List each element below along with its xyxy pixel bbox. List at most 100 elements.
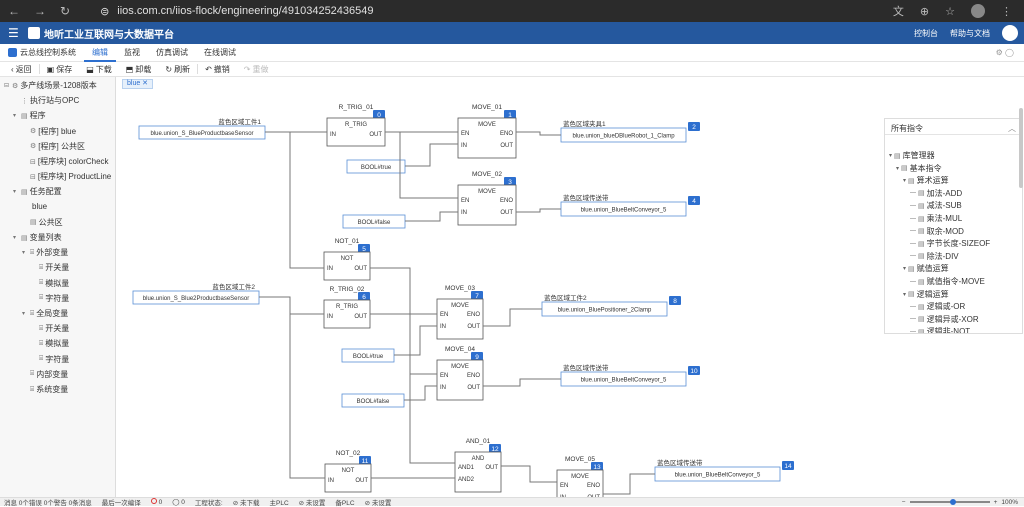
tree-toggle-icon[interactable]: —: [910, 253, 916, 260]
chevron-up-icon[interactable]: ︿: [1008, 124, 1016, 133]
function-block[interactable]: [323, 299, 371, 329]
bookmark-icon[interactable]: ☆: [945, 5, 955, 18]
tab-simulation[interactable]: 仿真调试: [156, 47, 188, 57]
back-icon[interactable]: ←: [8, 4, 20, 18]
tree-toggle-icon[interactable]: —: [910, 202, 916, 209]
tab-edit[interactable]: 编辑: [84, 44, 116, 62]
tree-item[interactable]: ⌸系统变量: [22, 384, 68, 395]
site-info-icon[interactable]: ⊜: [100, 5, 110, 18]
tree-toggle-icon[interactable]: ⊟: [4, 83, 10, 89]
console-link[interactable]: 控制台: [914, 28, 938, 38]
tree-toggle-icon[interactable]: ▾: [13, 235, 17, 241]
tree-item[interactable]: ⌸内部变量: [22, 369, 68, 380]
tree-toggle-icon[interactable]: ▾: [889, 153, 893, 159]
messages-status[interactable]: 消息 0个错误 0个警告 0条消息: [4, 500, 92, 507]
tree-item[interactable]: ⌸字符量: [31, 293, 69, 304]
instruction-item[interactable]: ▾▤算术运算: [903, 175, 949, 186]
back-button[interactable]: ‹返回: [4, 64, 39, 75]
refresh-button[interactable]: ↻刷新: [158, 64, 197, 75]
tree-item[interactable]: ⚙[程序] 公共区: [22, 141, 85, 152]
menu-dots-icon[interactable]: ⋮: [1001, 5, 1012, 18]
instruction-item[interactable]: ▾▤赋值运算: [903, 263, 949, 274]
tree-toggle-icon[interactable]: ▾: [903, 291, 907, 298]
function-block[interactable]: [324, 463, 372, 493]
tab-online-debug[interactable]: 在线调试: [204, 47, 236, 57]
tree-item[interactable]: ⋮执行站与OPC: [13, 95, 79, 106]
tree-toggle-icon[interactable]: —: [910, 303, 916, 310]
tree-toggle-icon[interactable]: ▾: [896, 165, 900, 172]
settings-icons[interactable]: ⚙ ◯: [995, 48, 1014, 57]
canvas-scrollbar[interactable]: [1019, 108, 1023, 188]
instruction-item[interactable]: —▤字节长度-SIZEOF: [910, 238, 990, 249]
instruction-item[interactable]: —▤除法-DIV: [910, 251, 959, 262]
tree-item[interactable]: ⚙[程序] blue: [22, 126, 76, 137]
tree-toggle-icon[interactable]: —: [910, 215, 916, 222]
instruction-item[interactable]: —▤逻辑或-OR: [910, 301, 965, 312]
tree-item[interactable]: ▾▤变量列表: [13, 232, 62, 243]
function-block[interactable]: [556, 469, 604, 497]
tree-item[interactable]: ▾▤程序: [13, 110, 46, 121]
redo-button[interactable]: ↷重做: [237, 64, 276, 75]
tree-toggle-icon[interactable]: ▾: [22, 311, 26, 317]
tree-toggle-icon[interactable]: ▾: [13, 113, 17, 120]
zoom-in-icon[interactable]: +: [993, 498, 998, 506]
program-canvas[interactable]: [116, 77, 1024, 497]
hamburger-menu-icon[interactable]: ☰: [8, 26, 19, 40]
forward-icon[interactable]: →: [34, 4, 46, 18]
instruction-item[interactable]: ▾▤基本指令: [896, 163, 942, 174]
instruction-item[interactable]: —▤取余-MOD: [910, 226, 964, 237]
tree-toggle-icon[interactable]: —: [910, 328, 916, 334]
instruction-item[interactable]: —▤减法-SUB: [910, 200, 962, 211]
function-block[interactable]: [454, 451, 502, 493]
profile-avatar[interactable]: [971, 4, 985, 18]
unload-button[interactable]: ⬒卸载: [119, 64, 159, 75]
tree-item[interactable]: ▾▤任务配置: [13, 186, 62, 197]
instruction-item[interactable]: —▤逻辑异或-XOR: [910, 314, 979, 325]
tree-item[interactable]: ▾⌸全局变量: [22, 308, 68, 319]
tree-item[interactable]: ⊟⚙多产线场景-1208版本: [4, 80, 97, 91]
tree-toggle-icon[interactable]: ▾: [22, 250, 26, 257]
instruction-item[interactable]: —▤逻辑非-NOT: [910, 326, 970, 334]
tree-toggle-icon[interactable]: ▾: [13, 189, 17, 196]
tree-toggle-icon[interactable]: —: [910, 228, 916, 235]
instruction-item[interactable]: —▤乘法-MUL: [910, 213, 962, 224]
tree-item[interactable]: ▤公共区: [22, 217, 63, 228]
zoom-knob[interactable]: [949, 499, 956, 505]
tree-toggle-icon[interactable]: ▾: [903, 178, 907, 185]
instruction-item[interactable]: ▾▤逻辑运算: [903, 289, 949, 300]
tree-toggle-icon[interactable]: —: [910, 190, 916, 197]
tree-item[interactable]: blue: [22, 202, 47, 211]
function-block[interactable]: [323, 251, 371, 281]
download-button[interactable]: ⬓下载: [79, 64, 119, 75]
reload-icon[interactable]: ↻: [60, 4, 71, 18]
tree-item[interactable]: ⌸开关量: [31, 323, 69, 334]
tree-item[interactable]: ⌸字符量: [31, 354, 69, 365]
save-button[interactable]: ▣保存: [40, 64, 80, 75]
help-link[interactable]: 帮助与文档: [950, 28, 990, 38]
undo-button[interactable]: ↶撤销: [198, 64, 237, 75]
function-block[interactable]: [457, 117, 517, 159]
instruction-item[interactable]: —▤赋值指令-MOVE: [910, 276, 985, 287]
tree-item[interactable]: ⌸开关量: [31, 262, 69, 273]
function-block[interactable]: [436, 298, 484, 340]
user-avatar[interactable]: [1002, 25, 1018, 41]
canvas-tab-blue[interactable]: blue ✕: [122, 79, 154, 89]
tree-item[interactable]: ⊟[程序块] ProductLine: [22, 171, 111, 182]
tree-item[interactable]: ⌸模拟量: [31, 338, 69, 349]
tree-item[interactable]: ⌸模拟量: [31, 278, 69, 289]
function-block[interactable]: [457, 184, 517, 226]
tree-toggle-icon[interactable]: —: [910, 240, 916, 247]
instruction-item[interactable]: ▾▤库管理器: [889, 150, 935, 161]
tab-monitor[interactable]: 监视: [124, 47, 140, 57]
address-bar[interactable]: ⊜ iios.com.cn/iios-flock/engineering/491…: [100, 5, 373, 18]
zoom-slider[interactable]: [909, 499, 990, 505]
zoom-out-icon[interactable]: −: [901, 498, 906, 506]
instruction-item[interactable]: —▤加法-ADD: [910, 188, 962, 199]
tree-toggle-icon[interactable]: ▾: [903, 266, 907, 273]
translate-icon[interactable]: 文: [892, 6, 904, 18]
function-block[interactable]: [436, 359, 484, 401]
tree-item[interactable]: ▾⌸外部变量: [22, 247, 68, 258]
tree-toggle-icon[interactable]: —: [910, 316, 916, 323]
tree-toggle-icon[interactable]: —: [910, 278, 916, 285]
